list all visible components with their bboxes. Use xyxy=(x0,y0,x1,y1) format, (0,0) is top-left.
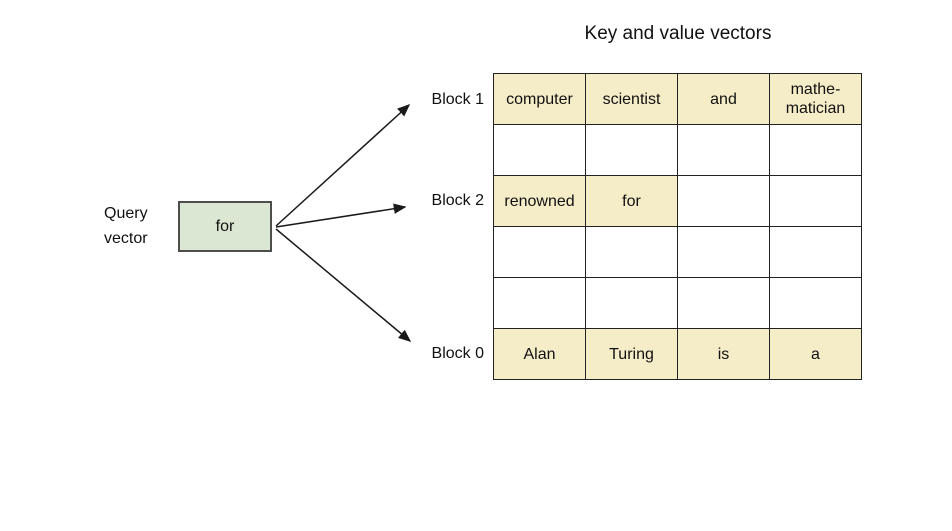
kv-cell-0-1-scientist: scientist xyxy=(585,73,678,125)
kv-cell-2-2-empty xyxy=(677,175,770,227)
kv-cell-4-3-empty xyxy=(769,277,862,329)
kv-cell-1-0-empty xyxy=(493,124,586,176)
block-2-label: Block 2 xyxy=(431,192,484,209)
kv-cell-2-3-empty xyxy=(769,175,862,227)
query-token: for xyxy=(215,217,235,235)
kv-cell-5-1-turing: Turing xyxy=(585,328,678,380)
kv-cell-1-3-empty xyxy=(769,124,862,176)
kv-cell-5-0-alan: Alan xyxy=(493,328,586,380)
block-0-label: Block 0 xyxy=(431,345,484,362)
kv-cell-1-1-empty xyxy=(585,124,678,176)
kv-cell-5-3-a: a xyxy=(769,328,862,380)
diagram-title: Key and value vectors xyxy=(584,23,772,44)
kv-cell-3-1-empty xyxy=(585,226,678,278)
kv-cell-0-2-and: and xyxy=(677,73,770,125)
arrow-to-block-0 xyxy=(275,228,412,342)
arrow-to-block-2 xyxy=(275,203,407,228)
table-row-1 xyxy=(493,124,862,176)
query-vector-label: Query vector xyxy=(104,201,148,251)
kv-cell-0-3-mathe-matician: mathe-matician xyxy=(769,73,862,125)
arrow-to-block-1 xyxy=(275,103,411,227)
kv-cell-4-2-empty xyxy=(677,277,770,329)
kv-cell-4-1-empty xyxy=(585,277,678,329)
kv-cell-2-1-for: for xyxy=(585,175,678,227)
kv-cell-3-0-empty xyxy=(493,226,586,278)
kv-cell-3-2-empty xyxy=(677,226,770,278)
kv-cell-4-0-empty xyxy=(493,277,586,329)
table-row-4 xyxy=(493,277,862,329)
kv-cell-0-0-computer: computer xyxy=(493,73,586,125)
kv-cell-1-2-empty xyxy=(677,124,770,176)
query-vector-label-line2: vector xyxy=(104,230,148,247)
table-row-3 xyxy=(493,226,862,278)
query-vector-label-line1: Query xyxy=(104,205,148,222)
block-1-label: Block 1 xyxy=(431,91,484,108)
kv-cell-5-2-is: is xyxy=(677,328,770,380)
kv-cell-2-0-renowned: renowned xyxy=(493,175,586,227)
query-vector-box: for xyxy=(178,201,272,252)
kv-cell-3-3-empty xyxy=(769,226,862,278)
